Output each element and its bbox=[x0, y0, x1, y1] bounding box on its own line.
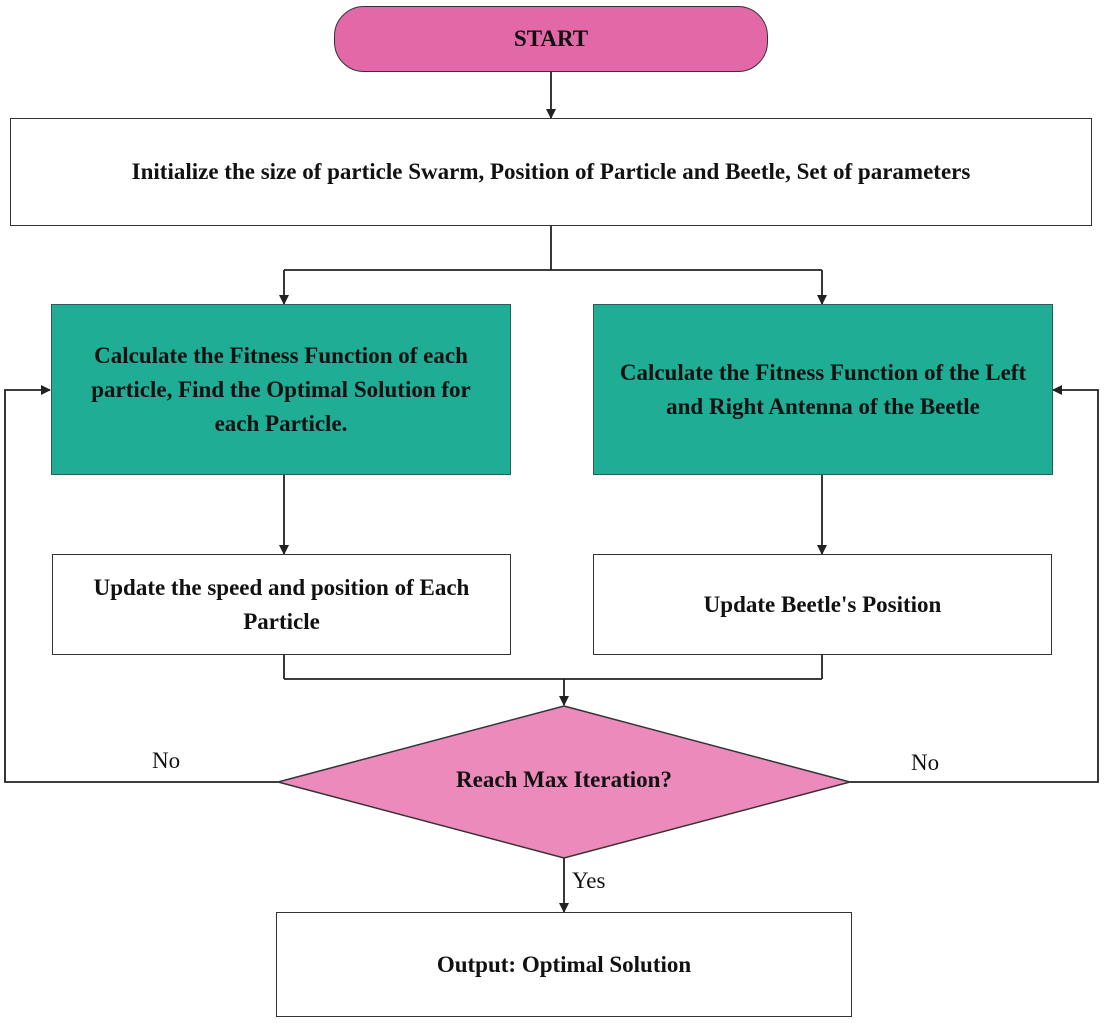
initialize-label: Initialize the size of particle Swarm, P… bbox=[131, 159, 971, 184]
update-beetle-label: Update Beetle's Position bbox=[703, 591, 942, 617]
no-left-label: No bbox=[152, 748, 181, 773]
particle-fitness-label: Calculate the Fitness Function of each p… bbox=[91, 342, 471, 436]
output-label: Output: Optimal Solution bbox=[436, 951, 692, 977]
update-particle-box: Update the speed and position of Each Pa… bbox=[52, 554, 511, 655]
particle-fitness-box: Calculate the Fitness Function of each p… bbox=[51, 304, 511, 475]
beetle-fitness-label: Calculate the Fitness Function of the Le… bbox=[619, 359, 1027, 419]
loop-no-left bbox=[4, 385, 278, 783]
yes-label: Yes bbox=[572, 868, 606, 893]
update-particle-label: Update the speed and position of Each Pa… bbox=[93, 574, 470, 634]
initialize-box: Initialize the size of particle Swarm, P… bbox=[10, 118, 1092, 226]
start-terminal: START bbox=[334, 6, 768, 72]
decision-label: Reach Max Iteration? bbox=[456, 767, 672, 792]
beetle-fitness-box: Calculate the Fitness Function of the Le… bbox=[593, 304, 1053, 475]
update-beetle-box: Update Beetle's Position bbox=[593, 554, 1052, 655]
output-box: Output: Optimal Solution bbox=[276, 912, 852, 1017]
start-label: START bbox=[513, 26, 589, 51]
loop-no-right bbox=[850, 385, 1099, 783]
no-right-label: No bbox=[911, 750, 940, 775]
